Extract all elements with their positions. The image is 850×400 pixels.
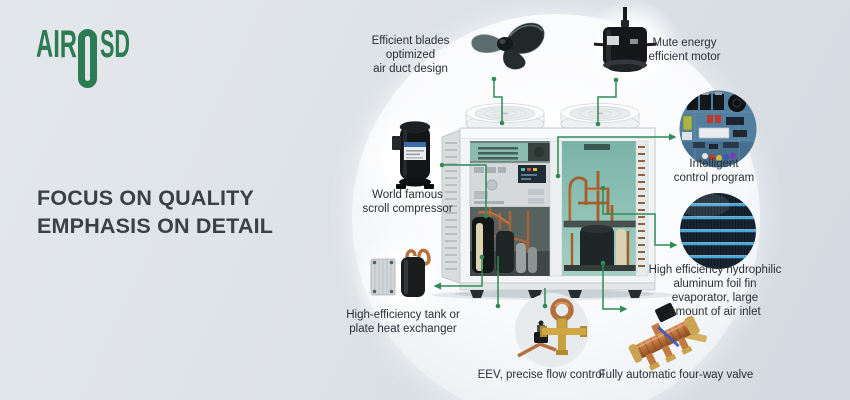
callout-four-way-valve-label: Fully automatic four-way valve xyxy=(598,369,754,381)
logo-suffix: SD xyxy=(100,23,130,66)
pcb-circuit-board-icon xyxy=(679,90,757,168)
headline-line2: EMPHASIS ON DETAIL xyxy=(37,214,274,238)
logo-o-ring xyxy=(78,29,97,88)
callout-fan-blades-label: Efficient blades optimized air duct desi… xyxy=(371,35,450,76)
logo-prefix: AIR xyxy=(36,23,77,66)
callout-compressor-label: World famous scroll compressor xyxy=(362,189,453,216)
expansion-valve-icon xyxy=(515,293,589,367)
fan-blades-icon xyxy=(471,22,545,70)
callout-motor-label: Mute energy efficient motor xyxy=(648,37,721,64)
heat-pump-unit-illustration xyxy=(432,103,676,300)
plate-heat-exchanger-icon xyxy=(370,248,431,297)
callout-eev-label: EEV, precise flow control xyxy=(477,369,605,381)
airosd-logo: AIR SD xyxy=(36,23,130,88)
callout-heat-exchanger-label: High-efficiency tank or plate heat excha… xyxy=(346,309,460,336)
cabinet xyxy=(459,127,656,298)
electric-motor-icon xyxy=(593,7,657,72)
headline: FOCUS ON QUALITY EMPHASIS ON DETAIL xyxy=(37,184,273,240)
four-way-valve-icon xyxy=(628,302,707,371)
fin-evaporator-icon xyxy=(680,193,756,269)
callout-control-board-label: Intelligent control program xyxy=(673,158,755,185)
scroll-compressor-icon xyxy=(392,121,434,189)
headline-line1: FOCUS ON QUALITY xyxy=(37,186,255,210)
callout-evaporator-label: High efficiency hydrophilic aluminum foi… xyxy=(648,264,782,319)
